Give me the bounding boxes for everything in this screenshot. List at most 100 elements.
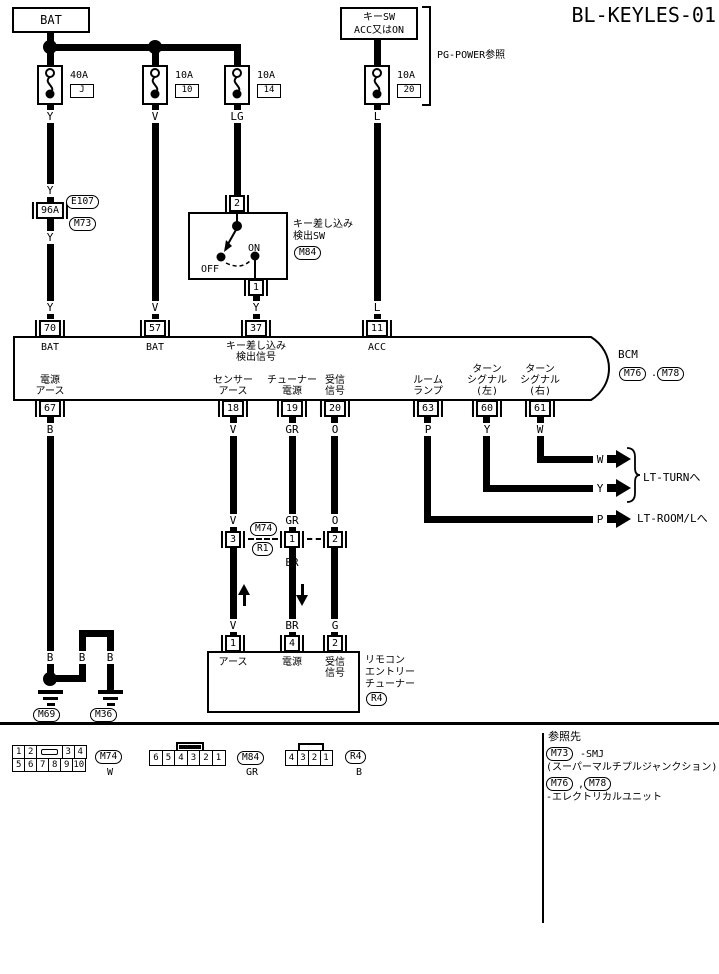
offpage-arrow xyxy=(607,450,631,468)
wire-segment xyxy=(47,44,54,65)
tuner-box xyxy=(207,651,360,713)
wire-segment xyxy=(234,105,241,195)
tuner-pin-2: 2 xyxy=(321,635,349,652)
wire-segment xyxy=(424,417,431,523)
wire-segment xyxy=(47,44,241,51)
connector-ref-m78: M78 xyxy=(584,777,612,791)
arrow-head-icon xyxy=(616,510,631,528)
bcm-pin-37: 37 xyxy=(239,320,273,337)
fuse-symbol xyxy=(37,65,63,109)
ref-separator: . xyxy=(651,368,658,379)
wire-color-label: P xyxy=(422,423,434,436)
tuner-pin-label: 電源 xyxy=(282,657,302,668)
wire-color-label: Y xyxy=(44,184,56,197)
wire-color-label: Y xyxy=(44,110,56,123)
bracket xyxy=(441,400,444,417)
arrow-head-icon xyxy=(616,450,631,468)
pin-cell: 10 xyxy=(72,757,86,772)
bracket xyxy=(63,400,66,417)
bracket xyxy=(322,635,325,652)
connector-ref-m36: M36 xyxy=(90,708,118,722)
wire-segment xyxy=(483,417,490,492)
wire-segment xyxy=(537,456,593,463)
pin-number: 11 xyxy=(365,320,389,337)
bracket xyxy=(524,400,527,417)
wire-color-label: Y xyxy=(594,482,606,495)
bracket xyxy=(390,320,393,337)
wire-segment xyxy=(47,675,86,682)
wire-color-label: V xyxy=(227,423,239,436)
connector-link-dashed xyxy=(248,538,278,540)
fuse-id: 14 xyxy=(257,84,281,98)
wire-color-label: GR xyxy=(283,423,301,436)
bcm-pin-18: 18 xyxy=(216,400,250,417)
wire-color-label: O xyxy=(329,423,341,436)
wire-segment xyxy=(374,40,381,65)
wire-color-label: Y xyxy=(44,231,56,244)
bracket xyxy=(217,400,220,417)
footer-divider xyxy=(0,722,719,725)
wire-segment xyxy=(331,548,338,635)
pin-number: 63 xyxy=(416,400,440,417)
wire-color-label: V xyxy=(227,514,239,527)
bcm-pin-label: 信号 xyxy=(325,386,345,397)
bracket xyxy=(247,195,250,212)
connector-ref-m73: M73 xyxy=(69,217,97,231)
bracket xyxy=(246,400,249,417)
tuner-pin-label: 受信 xyxy=(325,657,345,668)
key-switch-name-line2: 検出SW xyxy=(293,231,326,242)
fuse-symbol xyxy=(364,65,390,109)
ref-separator: , xyxy=(578,779,585,790)
bcm-pin-label: (左) xyxy=(475,386,499,397)
notes-text-smj-full: (スーパーマルチプルジャンクション) xyxy=(546,762,718,773)
switch-off-label: OFF xyxy=(201,264,220,275)
bracket xyxy=(63,320,66,337)
key-switch-icon xyxy=(188,212,288,280)
wire-segment xyxy=(47,417,54,682)
pin-number: 18 xyxy=(221,400,245,417)
inline-connector-pin-2: 2 xyxy=(321,531,349,548)
connector-ref-r4: R4 xyxy=(366,692,388,706)
connector-ref-m69: M69 xyxy=(33,708,61,722)
up-arrow-icon xyxy=(238,584,250,606)
bcm-pin-57: 57 xyxy=(138,320,172,337)
bcm-pin-11: 11 xyxy=(360,320,394,337)
bcm-pin-label: ターン xyxy=(525,364,555,375)
key-switch-pin-2: 2 xyxy=(223,195,251,212)
bracket xyxy=(500,400,503,417)
fuse-symbol xyxy=(142,65,168,109)
wire-segment xyxy=(483,485,593,492)
bcm-pin-label: (右) xyxy=(528,386,552,397)
pin-cell: 1 xyxy=(211,750,226,766)
tuner-name-line1: リモコン xyxy=(365,655,405,666)
keysw-label-line1: キーSW xyxy=(362,12,396,23)
offpage-arrow xyxy=(607,510,631,528)
bracket xyxy=(243,531,246,548)
wire-color-label: Y xyxy=(44,301,56,314)
bcm-pin-label: ACC xyxy=(367,342,387,353)
notes-divider xyxy=(542,733,544,923)
bcm-pin-label: センサー xyxy=(213,375,253,386)
wire-color-label: Y xyxy=(481,423,493,436)
connector-ref-m74: M74 xyxy=(250,522,278,536)
page-title: BL-KEYLES-01 xyxy=(571,3,717,27)
pin-cell: 7 xyxy=(36,757,50,772)
pg-power-bracket xyxy=(422,6,431,106)
wire-color-label: B xyxy=(44,423,56,436)
fuse-amp: 40A xyxy=(70,70,89,81)
connector-ref-m73: M73 xyxy=(546,747,574,761)
connector-ref-m76: M76 xyxy=(546,777,574,791)
notes-text-smj: -SMJ xyxy=(580,749,605,760)
inline-connector-pin-1: 1 xyxy=(278,531,306,548)
pin-number: 96A xyxy=(35,202,65,219)
wire-segment xyxy=(234,44,241,65)
bcm-outline xyxy=(13,336,610,401)
pin-cell: 3 xyxy=(296,750,310,766)
fuse-id: 10 xyxy=(175,84,199,98)
key-switch-box xyxy=(188,212,288,284)
connector-color: GR xyxy=(245,767,259,778)
wire-segment xyxy=(424,516,593,523)
connector-ref-m74: M74 xyxy=(95,750,123,764)
bcm-name: BCM xyxy=(618,348,638,361)
